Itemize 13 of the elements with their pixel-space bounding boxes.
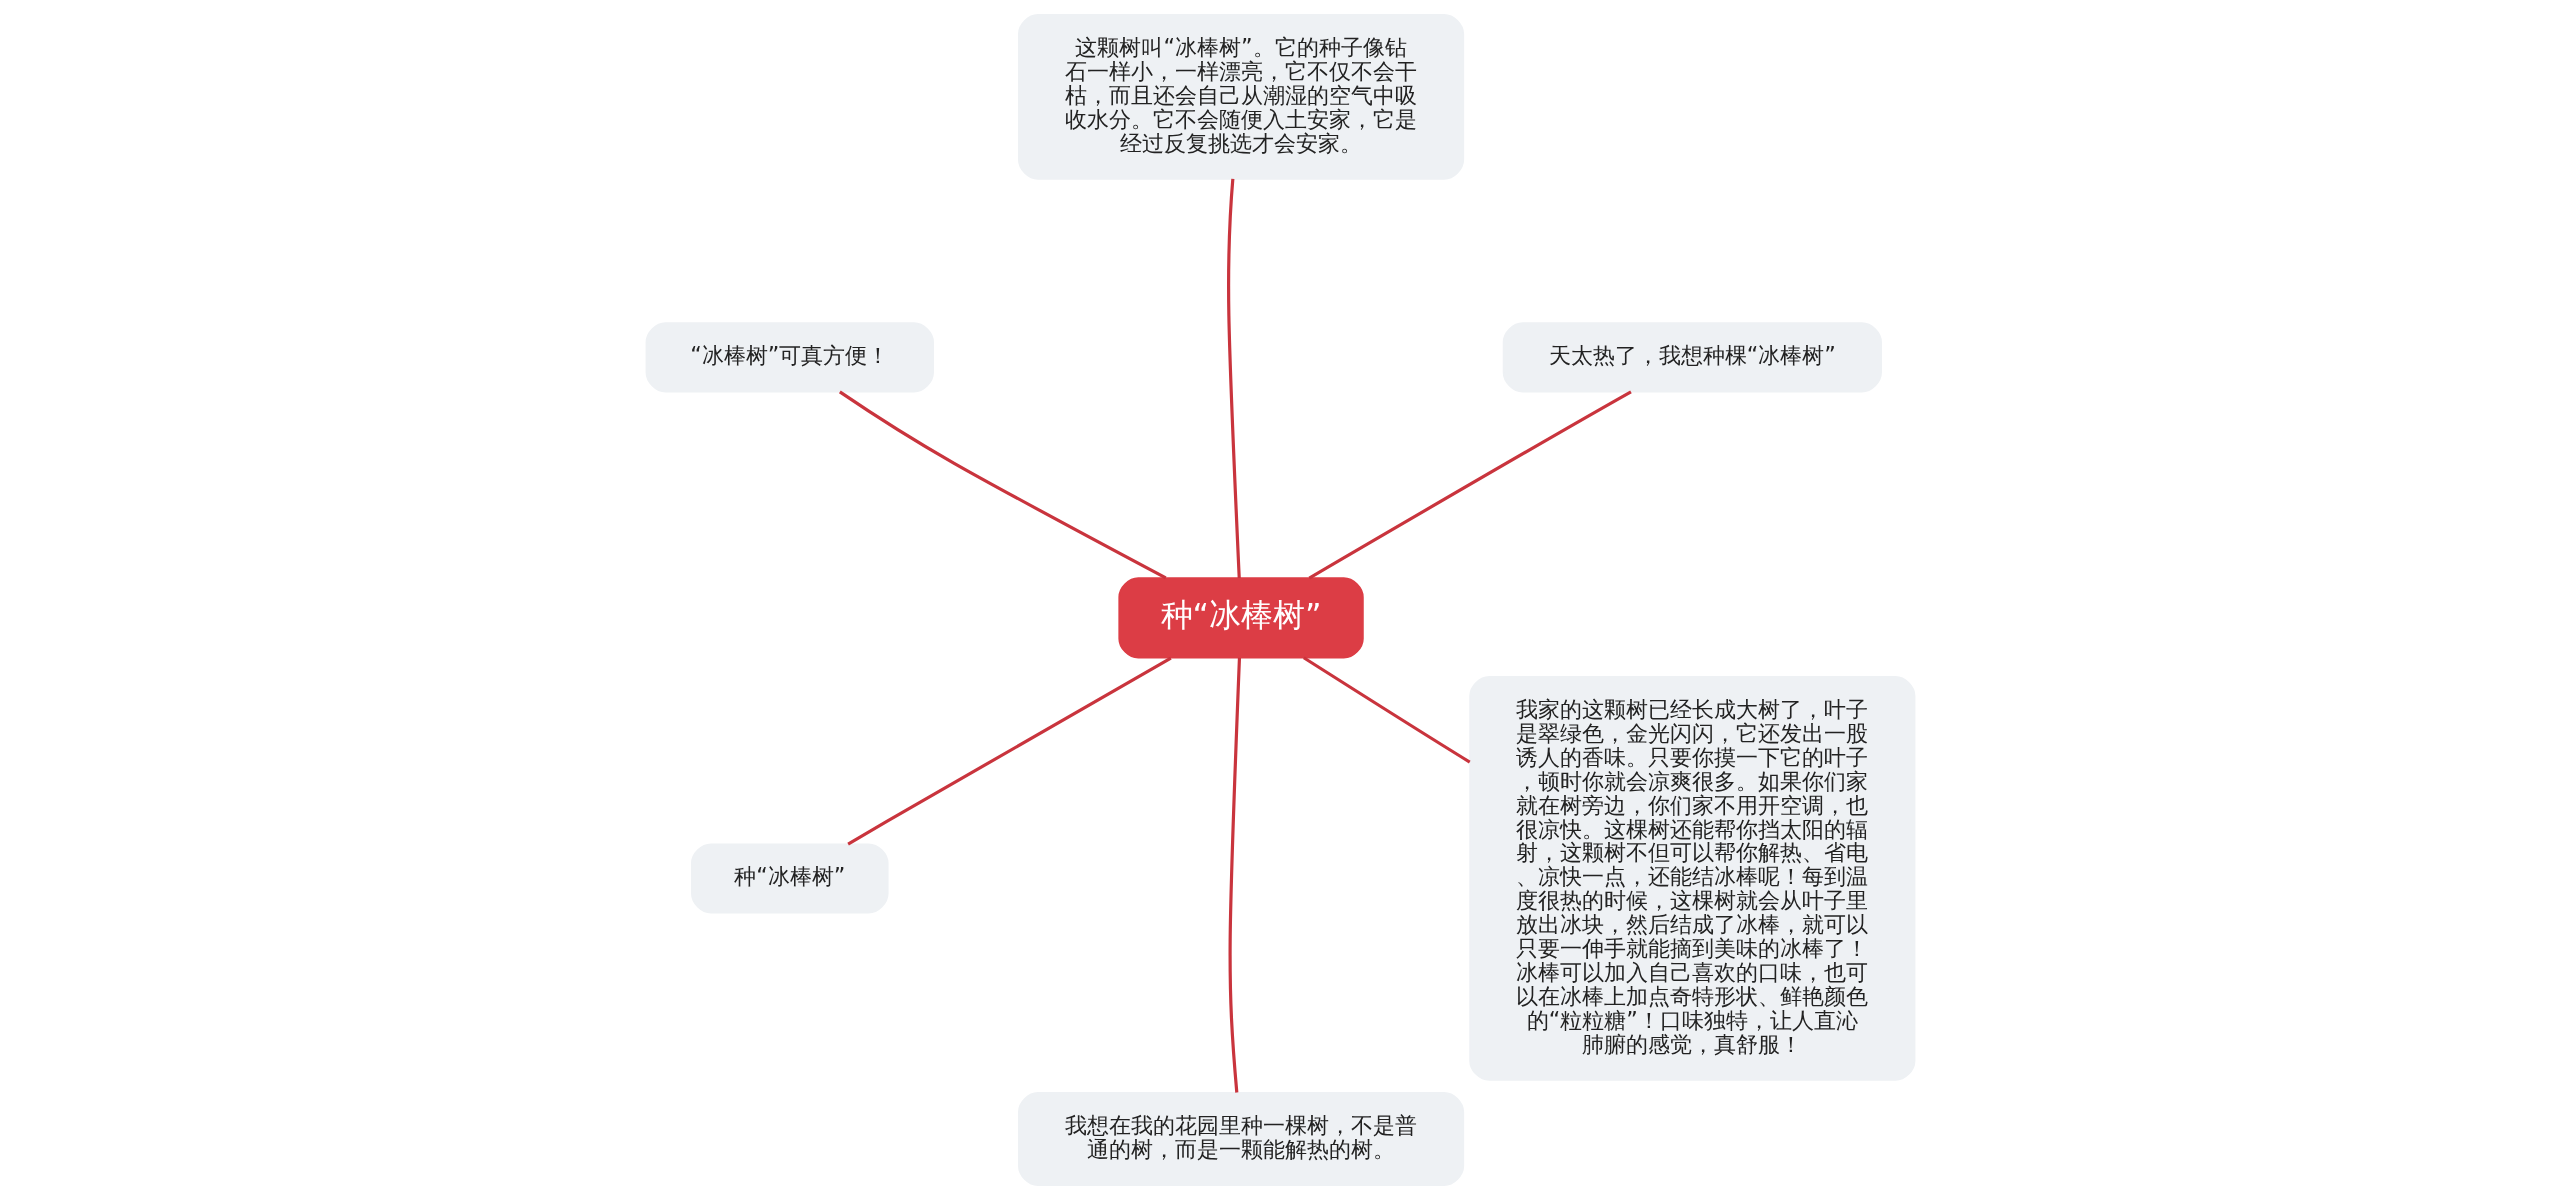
connector xyxy=(1308,390,1632,580)
connector xyxy=(838,390,1167,580)
node-box: 种“冰棒树” xyxy=(1117,577,1364,659)
node-box: 种“冰棒树” xyxy=(690,843,889,914)
connector xyxy=(1228,657,1241,1093)
node-box: 这颗树叫“冰棒树”。它的种子像钻石一样小，一样漂亮，它不仅不会干枯，而且还会自己从潮湿的空气中吸收水分。它不会随便入土安家，它是经过反复挑选才会安家。 xyxy=(1017,13,1464,180)
connector xyxy=(846,656,1172,846)
node-box: 我想在我的花园里种一棵树，不是普通的树，而是一颗能解热的树。 xyxy=(1017,1092,1464,1187)
connector xyxy=(1302,656,1471,764)
connector xyxy=(1226,178,1241,579)
node-box: 我家的这颗树已经长成大树了，叶子是翠绿色，金光闪闪，它还发出一股诱人的香味。只要你摸一下它的叶子，顿时你就会凉爽很多。如果你们家就在树旁边，你们家不用开空调，也很凉快。这棵树还能帮你挡太阳的辐射，这颗树不但可以帮你解热、省电、凉快一点，还能结冰棒呢！每到温度很热的时候，这棵树就会从叶子里放出冰块，然后结成了冰棒，就可以只要一伸手就能摘到美味的冰棒了！冰棒可以加入自己喜欢的口味，也可以在冰棒上加点奇特形状、鲜艳颜色的“粒粒糖”！口味独特，让人直沁肺腑的感觉，真舒服！ xyxy=(1468,676,1915,1081)
node-box: 天太热了，我想种棵“冰棒树” xyxy=(1502,322,1882,393)
node-box: “冰棒树”可真方便！ xyxy=(645,322,934,393)
